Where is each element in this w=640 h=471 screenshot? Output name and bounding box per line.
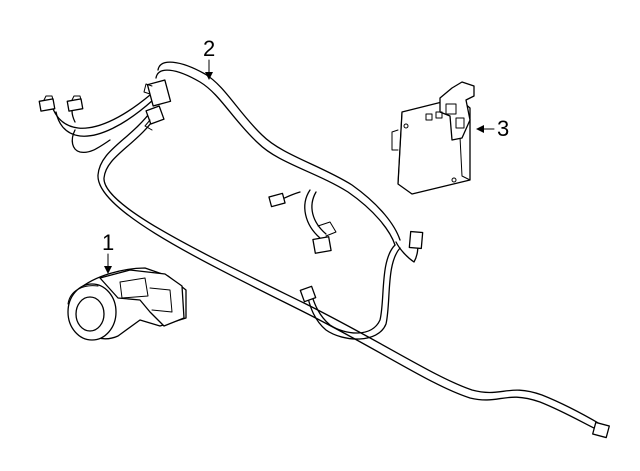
harness-end-connector [592,421,610,439]
callout-label-1: 1 [102,230,114,255]
harness-left-branch-a [51,94,151,129]
callout-2: 2 [203,36,215,80]
harness-lower-loop-b [307,247,401,340]
callout-label-2: 2 [203,36,215,61]
harness-right-connector [408,230,424,250]
harness-lower-connector [299,285,317,303]
callout-label-3: 3 [497,116,509,141]
harness-left-connector-1 [38,98,56,112]
harness-mid-connector-1 [268,192,286,208]
harness-clip-mid [145,105,165,125]
harness-long-run-a [97,109,599,431]
wire-harness [38,61,610,439]
callout-3: 3 [476,116,509,141]
harness-main-cable-outer [157,61,401,241]
harness-mid-branch-b [311,191,327,235]
harness-mid-connector-2 [312,236,332,254]
sensor-face-inner [75,296,105,332]
harness-clip-top [146,79,172,107]
sensor [67,267,187,341]
control-module [391,81,475,195]
sensor-bracket [99,269,185,327]
harness-left-connector-2 [66,98,84,112]
harness-lower-loop-a [311,244,396,334]
harness-mid-branch-a [304,189,321,239]
harness-long-run-b [103,113,601,425]
harness-left-branch-b [55,99,154,137]
callout-1: 1 [102,230,114,274]
harness-left-branch-c [71,129,111,154]
harness-main-cable-inner [155,69,396,246]
module-bracket [439,81,475,141]
